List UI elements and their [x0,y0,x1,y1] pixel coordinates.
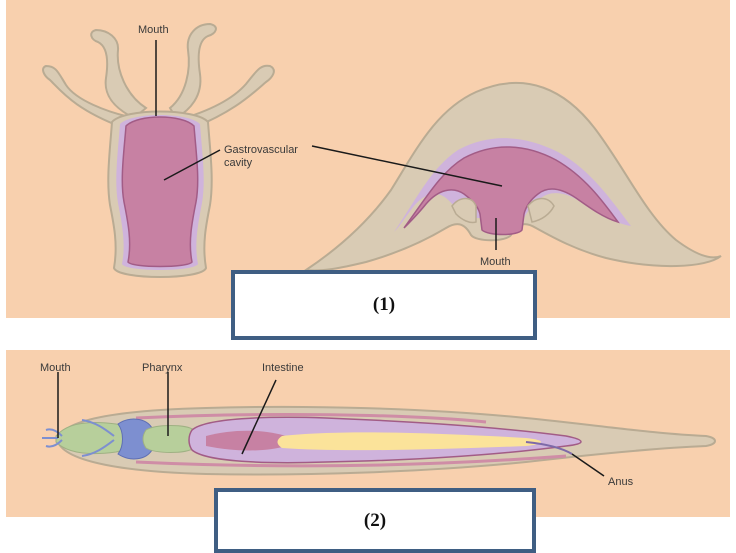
label-mouth: Mouth [40,362,71,374]
label-pharynx: Pharynx [142,362,182,374]
label-intestine: Intestine [262,362,304,374]
caption-box-2: (2) [214,488,536,553]
label-mouth-polyp: Mouth [138,24,169,36]
label-gastrovascular-line2: cavity [224,157,252,169]
caption-text-2: (2) [364,510,386,532]
caption-text-1: (1) [373,294,395,316]
caption-box-1: (1) [231,270,537,340]
label-gastrovascular-line1: Gastrovascular [224,144,298,156]
label-anus: Anus [608,476,633,488]
label-mouth-medusa: Mouth [480,256,511,268]
polyp-cavity [122,117,197,267]
